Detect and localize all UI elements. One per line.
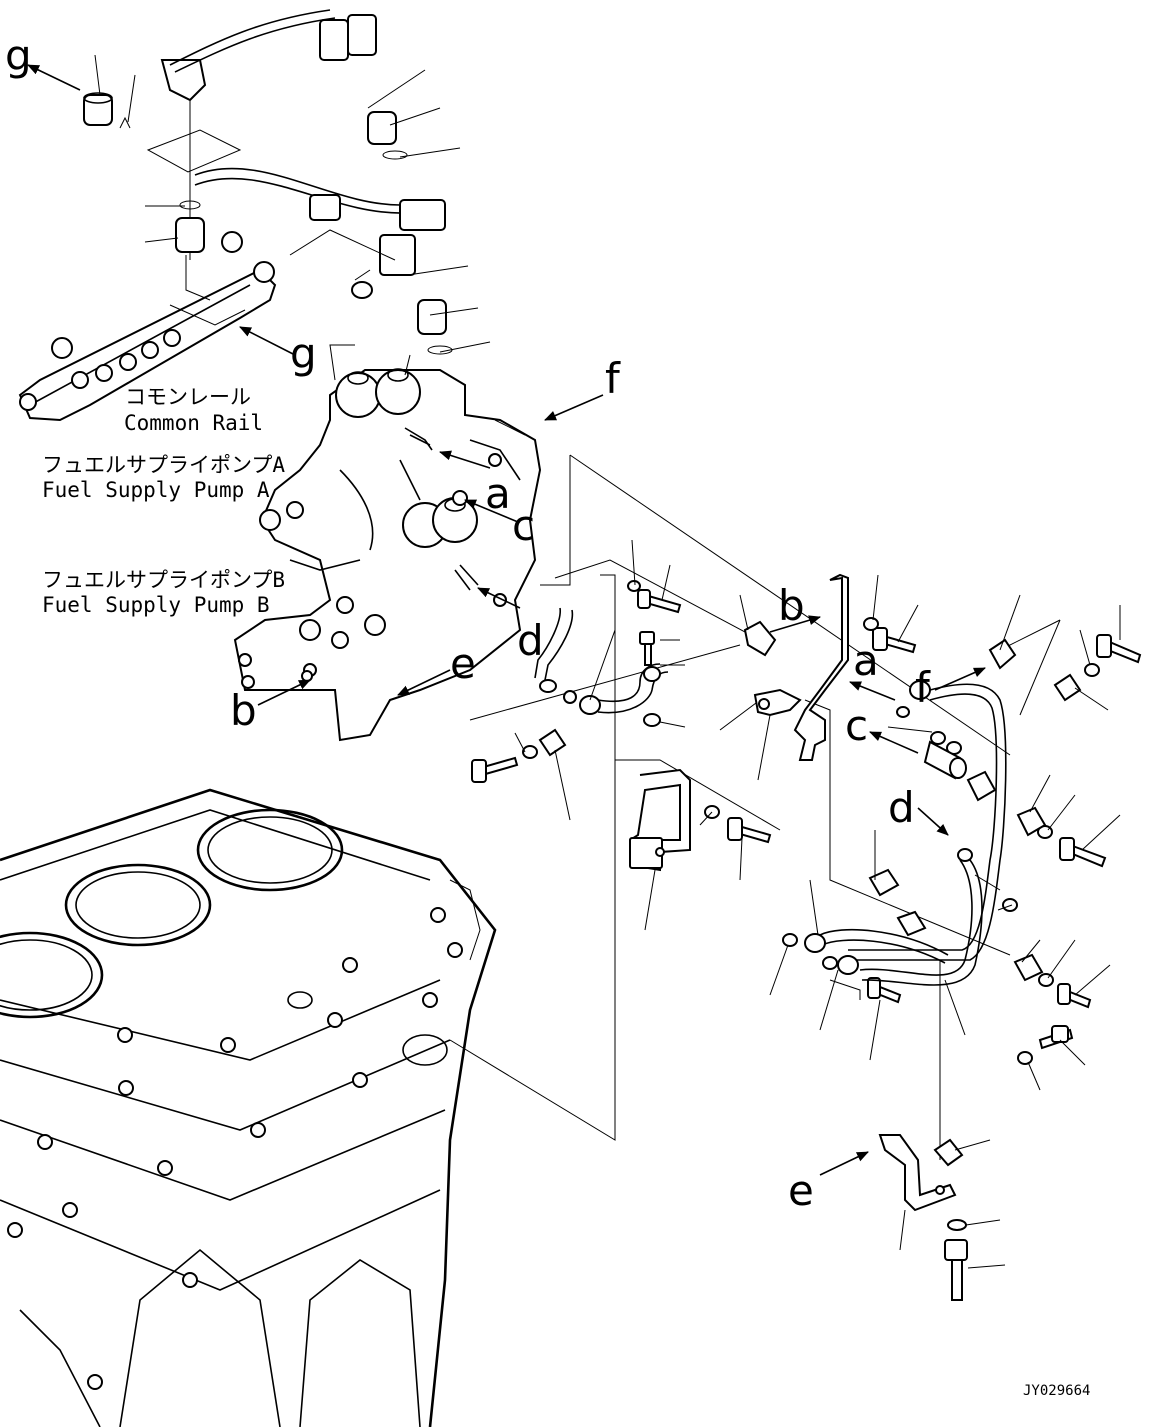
engine-block [0, 788, 497, 1427]
callout-g-upper: g [5, 31, 32, 80]
arrow-b-pump [257, 679, 311, 706]
callout-e-bracket: e [788, 1166, 814, 1215]
arrow-e-bracket [819, 1151, 869, 1176]
captions: コモンレール Common Rail フュエルサプライポンプA Fuel Sup… [42, 385, 285, 617]
arrow-g-lower [239, 326, 296, 356]
callout-f-pipe: f [915, 663, 931, 712]
arrow-d-pump [477, 587, 521, 609]
callout-f-pump: f [605, 354, 621, 403]
fuel-pipe-hardware [449, 454, 1142, 1301]
arrow-a-bracket [849, 681, 896, 701]
arrow-g-upper [27, 64, 81, 91]
callout-a-pump: a [485, 469, 511, 518]
pump-b-caption-jp: フュエルサプライポンプB [42, 568, 285, 592]
callout-c-pipe: c [845, 701, 868, 750]
callout-a-bracket: a [853, 636, 879, 685]
callout-g-lower: g [290, 329, 317, 378]
callout-b-pump: b [230, 686, 257, 735]
callout-e-pump: e [450, 639, 476, 688]
pump-a-caption-jp: フュエルサプライポンプA [42, 453, 285, 477]
fuel-supply-pumps [233, 344, 542, 742]
common-rail-caption-en: Common Rail [124, 411, 263, 435]
pump-a-caption-en: Fuel Supply Pump A [42, 478, 270, 502]
pump-b-caption-en: Fuel Supply Pump B [42, 593, 270, 617]
arrow-f-pipe [934, 667, 986, 691]
callout-c-pump: c [512, 501, 535, 550]
arrow-c-pump [464, 499, 519, 523]
arrow-c-pipe [869, 731, 919, 754]
callout-d-pump: d [517, 616, 544, 665]
arrow-f-pump [544, 394, 604, 421]
callout-letters: g g f a c d e b b a f c d e [5, 31, 931, 1215]
common-rail-caption-jp: コモンレール [125, 385, 251, 409]
callout-b-bracket: b [778, 581, 805, 630]
arrow-d-pipe [917, 807, 949, 836]
common-rail-assembly [18, 9, 491, 422]
drawing-code: JY029664 [1023, 1383, 1090, 1399]
callout-arrows [27, 64, 986, 1176]
arrow-b-bracket [769, 615, 821, 633]
arrow-a-pump [439, 450, 491, 469]
arrow-e-pump [397, 669, 451, 696]
callout-d-pipe: d [888, 783, 915, 832]
